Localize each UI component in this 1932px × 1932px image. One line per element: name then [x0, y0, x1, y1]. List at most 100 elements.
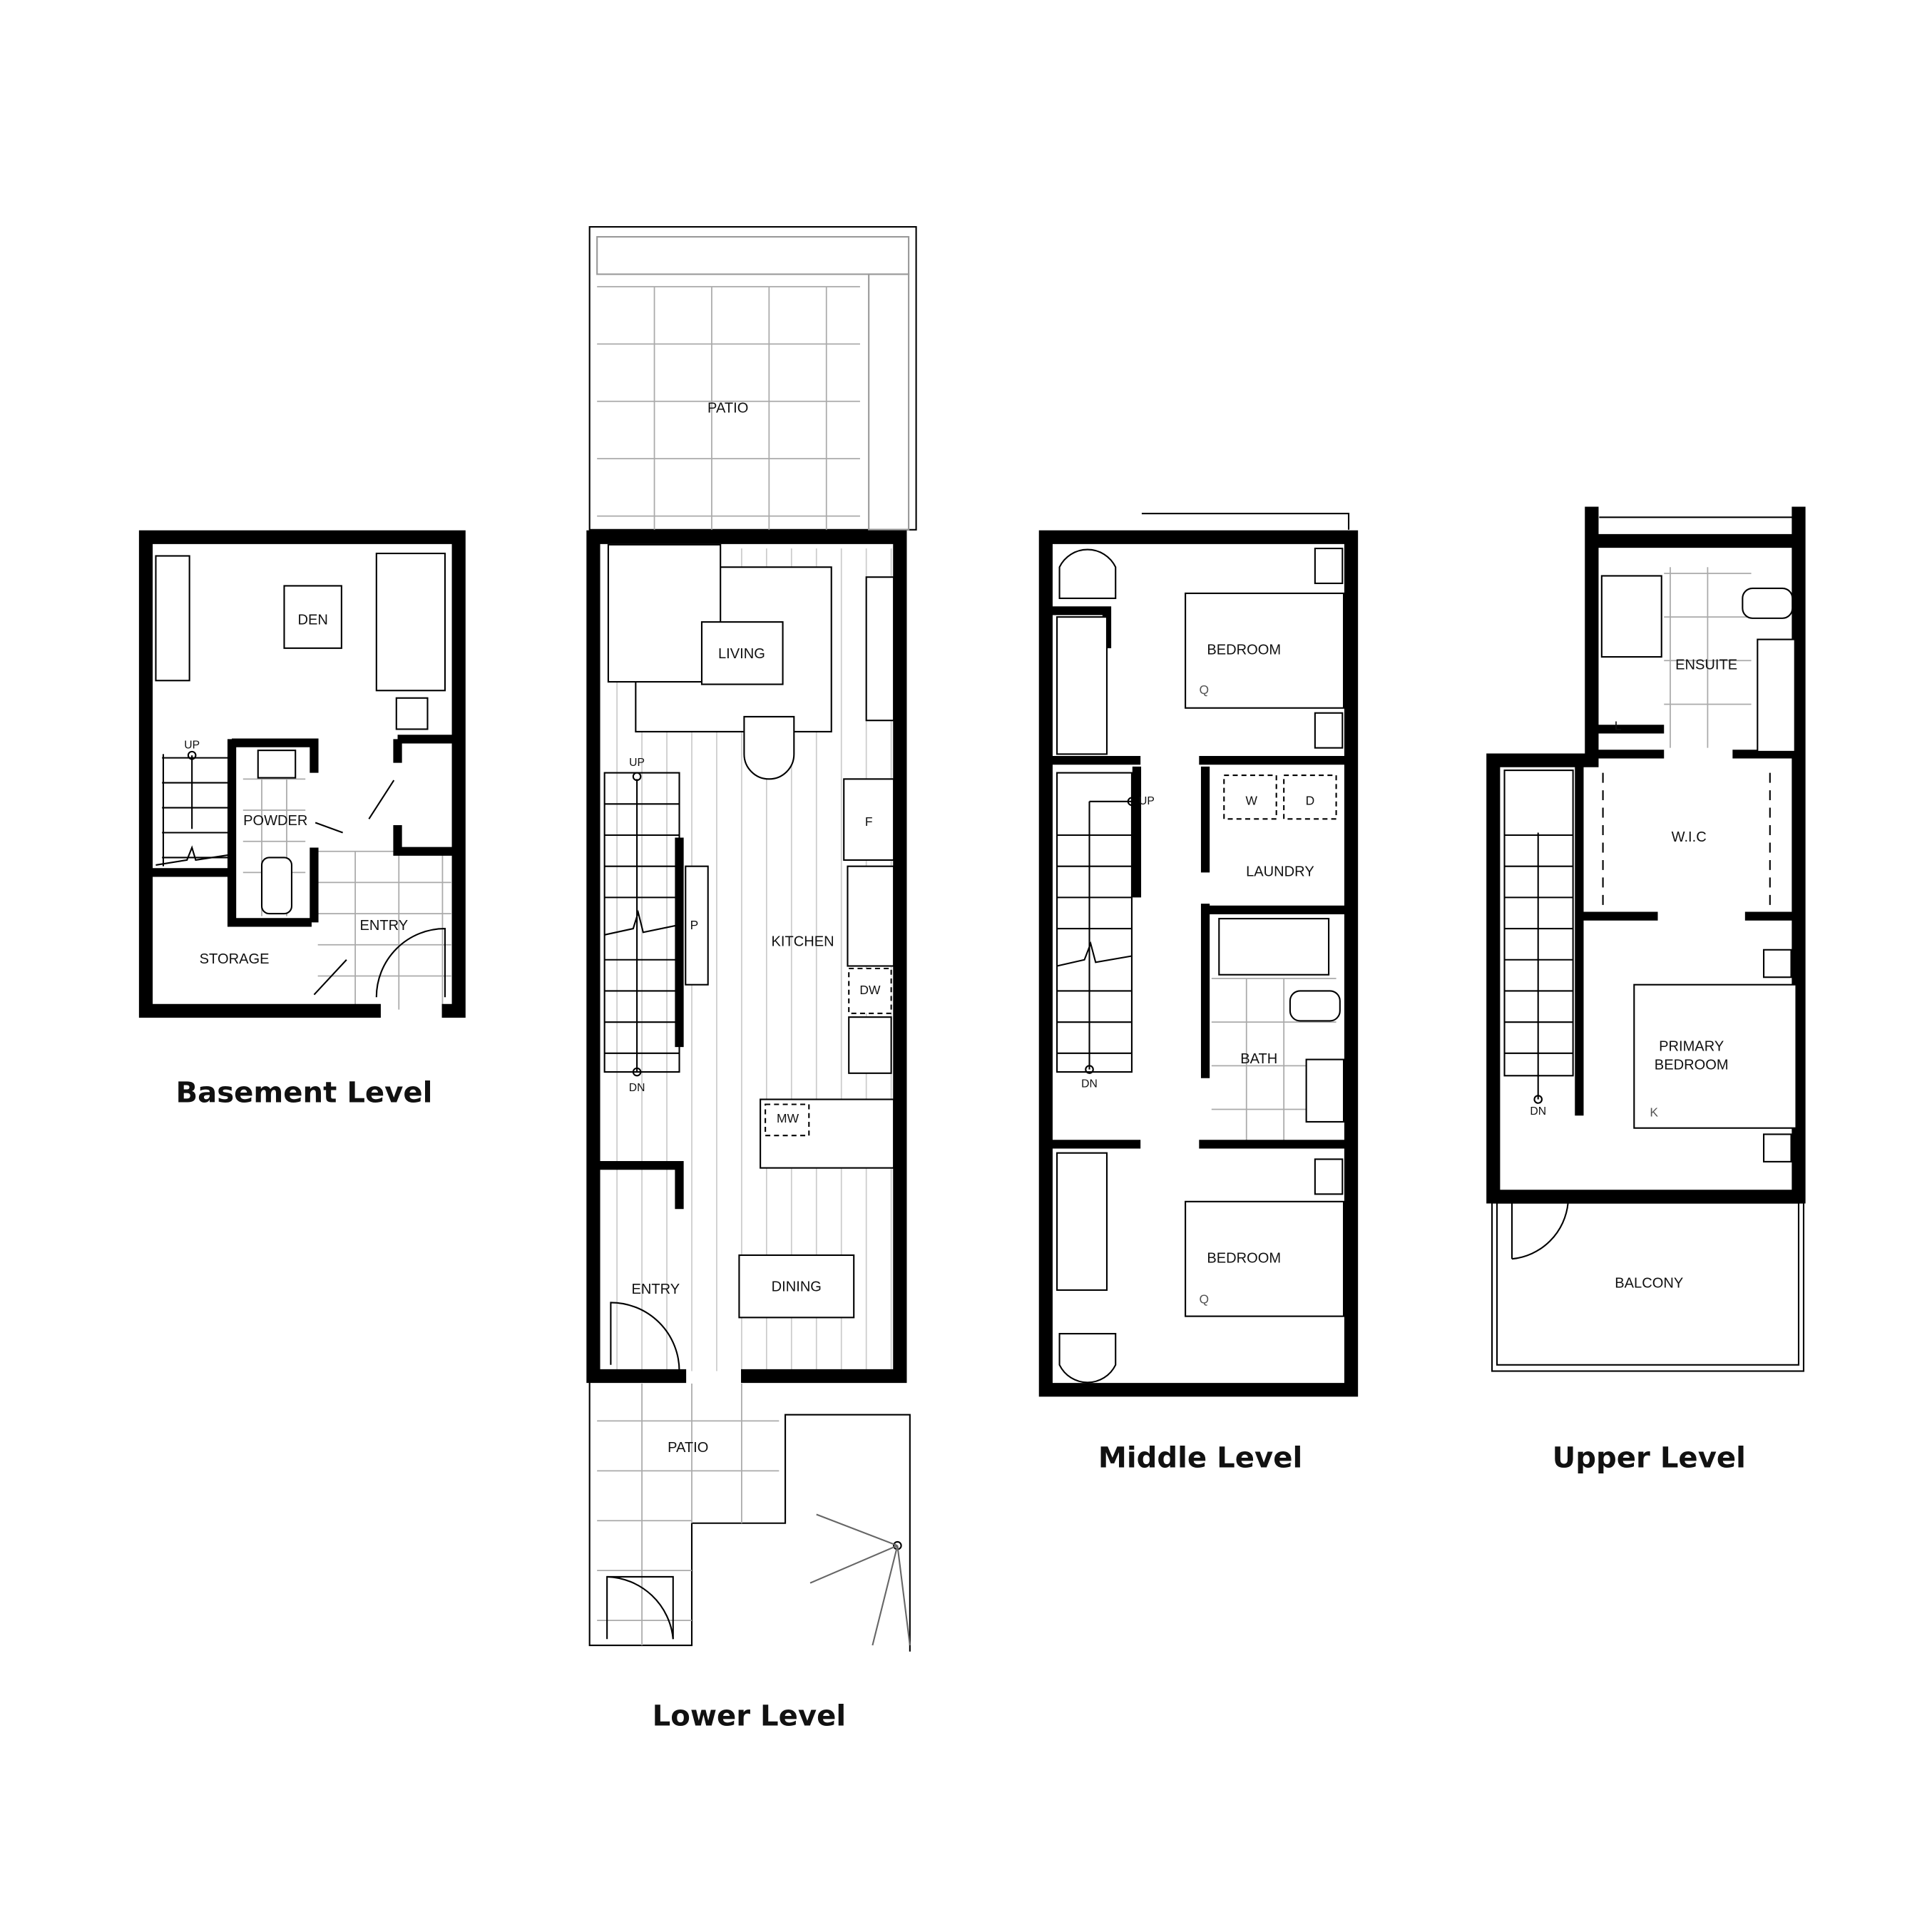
room-label-entry: ENTRY — [631, 1282, 680, 1297]
level-title-upper: Upper Level — [1553, 1442, 1746, 1475]
basement-plan: DEN UP POWDER ENTRY STORAGE Basement Lev… — [138, 530, 466, 1110]
basement-stair — [155, 750, 228, 867]
powder-toilet — [260, 857, 293, 915]
lower-stair — [603, 772, 680, 1077]
stair-up-label: UP — [629, 757, 645, 769]
level-title-lower: Lower Level — [653, 1700, 847, 1732]
stair-dn-label: DN — [1081, 1078, 1098, 1090]
nightstand — [1763, 949, 1792, 978]
side-table — [395, 697, 429, 730]
room-label-ensuite: ENSUITE — [1675, 658, 1737, 673]
washer-label: W — [1245, 793, 1257, 807]
basement-exterior-wall — [138, 530, 466, 1018]
basement-furniture — [155, 552, 446, 998]
microwave-label: MW — [777, 1111, 799, 1125]
middle-furniture — [1056, 547, 1345, 1384]
middle-plan: BEDROOM Q UP W D LAUNDRY BATH DN BEDROOM… — [1038, 513, 1359, 1475]
bed-top — [1185, 592, 1345, 709]
middle-interior-walls — [1052, 606, 1346, 1149]
tv-console — [865, 576, 895, 722]
sofa — [375, 552, 446, 692]
dryer-label: D — [1306, 793, 1315, 807]
toilet — [1289, 990, 1341, 1022]
room-label-bedroom-bottom: BEDROOM — [1207, 1251, 1281, 1267]
room-label-patio-top: PATIO — [707, 401, 748, 416]
room-label-bath: BATH — [1240, 1051, 1277, 1067]
king-bed — [1633, 983, 1797, 1129]
level-title-basement: Basement Level — [175, 1077, 432, 1110]
upper-interior-walls — [1575, 725, 1799, 1116]
room-label-kitchen: KITCHEN — [771, 934, 834, 950]
room-label-living: LIVING — [718, 646, 765, 662]
powder-sink — [257, 750, 297, 779]
bottom-patio — [588, 1377, 911, 1652]
nightstand — [1314, 712, 1344, 749]
middle-exterior-wall — [1038, 530, 1359, 1397]
room-label-powder: POWDER — [243, 813, 307, 829]
ensuite-tiles — [1664, 567, 1752, 748]
bed-size-top: Q — [1200, 683, 1210, 697]
bed-size-bottom: Q — [1200, 1292, 1210, 1307]
room-label-storage: STORAGE — [200, 951, 270, 967]
level-title-middle: Middle Level — [1098, 1442, 1302, 1475]
stair-dn-label: DN — [1530, 1105, 1546, 1118]
room-label-primary-line2: BEDROOM — [1655, 1058, 1729, 1073]
pantry — [685, 865, 709, 986]
armchair — [743, 715, 795, 780]
bed-bottom — [1185, 1200, 1345, 1317]
stair-up-label: UP — [184, 739, 200, 751]
toilet — [1742, 587, 1794, 619]
basement-doors — [313, 780, 395, 996]
shower — [1600, 575, 1662, 658]
nightstand — [1763, 1133, 1792, 1162]
closet-bottom — [1056, 1152, 1108, 1291]
chair-top — [1058, 548, 1117, 599]
upper-furniture — [1600, 575, 1797, 1162]
fridge-label: F — [865, 814, 873, 829]
lower-exterior-wall — [586, 530, 907, 1384]
coffee-table — [283, 585, 342, 649]
bathtub — [1218, 918, 1330, 976]
pantry-label: P — [690, 918, 699, 932]
room-label-dining: DINING — [772, 1279, 822, 1295]
fridge — [843, 778, 895, 861]
room-label-laundry: LAUNDRY — [1246, 864, 1314, 880]
top-patio — [588, 226, 917, 531]
entry-door-swing — [610, 1302, 680, 1371]
upper-stair — [1503, 770, 1574, 1104]
washer — [1223, 775, 1277, 820]
bed-size-label: K — [1650, 1105, 1658, 1119]
stair-up-label: UP — [1139, 795, 1155, 807]
room-label-balcony: BALCONY — [1615, 1275, 1683, 1291]
bath-tiles — [1211, 978, 1336, 1141]
dryer — [1283, 775, 1337, 820]
tv-console — [155, 555, 190, 682]
stair-dn-label: DN — [629, 1082, 645, 1094]
cooktop — [848, 1016, 892, 1074]
vanity — [1305, 1058, 1345, 1123]
room-label-wic: W.I.C — [1672, 829, 1707, 845]
dining-table — [738, 1254, 855, 1319]
kitchen-counter — [847, 865, 895, 967]
dishwasher-label: DW — [859, 983, 881, 997]
nightstand — [1314, 547, 1344, 584]
lower-plan: PATIO LIVING UP F P KITCHEN DW DN MW ENT… — [586, 226, 917, 1732]
room-label-primary-line1: PRIMARY — [1659, 1038, 1724, 1054]
dishwasher — [848, 967, 892, 1014]
window-ledge — [1141, 513, 1350, 530]
room-label-bedroom-top: BEDROOM — [1207, 643, 1281, 658]
linen-label: L — [1615, 719, 1622, 733]
chair-bottom — [1058, 1333, 1117, 1384]
microwave — [765, 1103, 810, 1137]
wic-shelving — [1602, 772, 1771, 910]
double-vanity — [1757, 638, 1796, 752]
room-label-patio-bottom: PATIO — [668, 1440, 708, 1456]
nightstand — [1314, 1158, 1344, 1195]
middle-stair — [1056, 772, 1137, 1074]
room-label-den: DEN — [297, 613, 327, 628]
closet-top — [1056, 616, 1108, 755]
upper-plan: ENSUITE L W.I.C PRIMARY BEDROOM K DN BAL… — [1486, 506, 1806, 1475]
coffee-table — [700, 621, 784, 685]
lower-furniture — [607, 543, 895, 1371]
